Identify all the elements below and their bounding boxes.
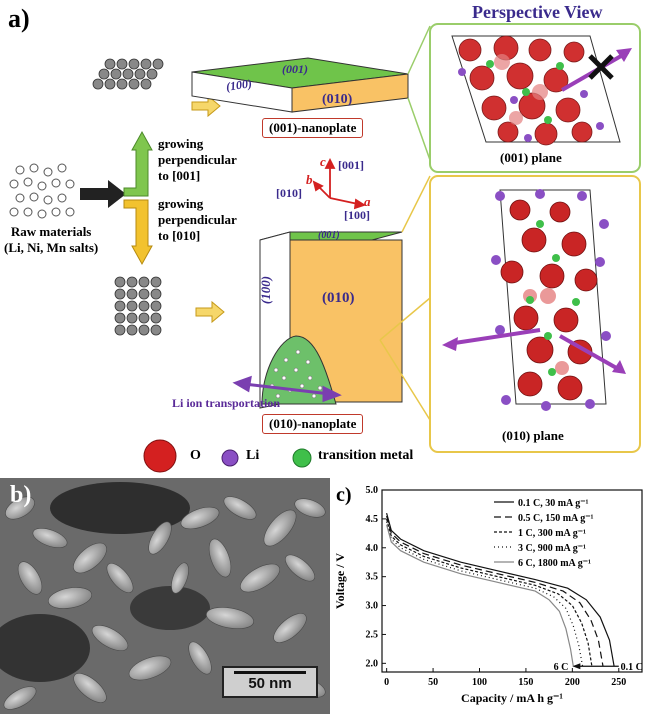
x-tick-label: 100	[472, 677, 487, 688]
y-tick-label: 3.5	[366, 572, 379, 583]
axis-b-dir: [010]	[276, 186, 302, 200]
annotation-right: 0.1 C	[621, 662, 643, 673]
top-plate-face-top: (001)	[282, 62, 308, 76]
bottom-plate-face-side: (100)	[258, 275, 274, 305]
y-axis-label: Voltage / V	[333, 553, 347, 609]
legend-tm-label: transition metal	[318, 448, 414, 463]
y-tick-label: 2.0	[366, 658, 379, 669]
y-tick-label: 3.0	[366, 601, 379, 612]
panel-a-figure	[9, 23, 641, 473]
connector-bot-2	[379, 297, 431, 341]
panel-a-label: a)	[8, 4, 30, 33]
discharge-chart: 0 50 100 150 200 250 2.0 2.5 3.0 3.5 4.0 4.5 5.0Capa…	[333, 485, 643, 705]
bottom-plate-face-front: (010)	[322, 290, 355, 306]
legend-o-label: O	[190, 448, 201, 463]
connector-bot-1	[401, 175, 431, 233]
perspective-title: Perspective View	[472, 2, 603, 22]
crystal-010	[442, 189, 626, 411]
nanoplate-001	[191, 57, 409, 113]
sphere-cluster-bottom	[114, 276, 162, 336]
raw-materials-label: Raw materials (Li, Ni, Mn salts)	[4, 224, 98, 256]
bottom-plate-name: (010)-nanoplate	[262, 414, 364, 434]
axis-c-dir: [001]	[338, 158, 364, 172]
panel-b-label: b)	[10, 482, 32, 508]
plot-frame	[381, 489, 643, 673]
raw-materials-line1: Raw materials	[10, 224, 92, 239]
top-plate-name: (001)-nanoplate	[262, 118, 364, 138]
legend-label-4: 6 C, 1800 mA g⁻¹	[518, 558, 591, 569]
annotation-arrow-head	[572, 663, 581, 670]
legend-li-sphere	[221, 449, 239, 467]
y-tick-label: 4.5	[366, 514, 379, 525]
y-tick-label: 5.0	[366, 485, 379, 496]
legend-li-label: Li	[246, 448, 260, 463]
legend-o-sphere	[143, 439, 177, 473]
top-plate-face-front: (010)	[322, 92, 353, 107]
green-up-arrow	[123, 130, 153, 197]
axis-c: c	[320, 154, 326, 169]
growing-010-line3: to [010]	[158, 228, 201, 243]
series-line-1	[386, 515, 604, 667]
growing-010-line1: growing	[158, 196, 204, 211]
crystal-001	[451, 35, 632, 146]
annotation-left: 6 C	[554, 662, 569, 673]
legend-label-0: 0.1 C, 30 mA g⁻¹	[518, 498, 589, 509]
x-tick-label: 150	[518, 677, 533, 688]
growing-001-label: growing perpendicular to [001]	[158, 136, 237, 184]
crystal-axes	[312, 157, 367, 210]
scale-bar-line	[234, 671, 306, 674]
axis-b: b	[306, 172, 313, 187]
li-transport-label: Li ion transportation	[172, 396, 281, 410]
legend-label-3: 3 C, 900 mA g⁻¹	[518, 543, 586, 554]
growing-010-line2: perpendicular	[158, 212, 237, 227]
series-line-2	[386, 518, 593, 667]
connector-top-1	[407, 25, 431, 75]
x-tick-label: 50	[428, 677, 438, 688]
main-arrow	[80, 180, 126, 208]
nanoplate-010	[259, 231, 403, 409]
growing-001-line3: to [001]	[158, 168, 201, 183]
growing-010-label: growing perpendicular to [010]	[158, 196, 237, 244]
raw-materials-line2: (Li, Ni, Mn salts)	[4, 240, 99, 255]
growing-001-line1: growing	[158, 136, 204, 151]
sphere-cluster-top	[92, 58, 164, 90]
arrow-to-top-plate	[191, 94, 221, 118]
x-tick-label: 200	[565, 677, 580, 688]
legend-label-1: 0.5 C, 150 mA g⁻¹	[518, 513, 594, 524]
axis-a: a	[364, 194, 371, 209]
y-tick-label: 4.0	[366, 543, 379, 554]
li-transport-arrow	[232, 375, 342, 403]
scale-bar-text: 50 nm	[248, 675, 292, 692]
yellow-down-arrow	[123, 199, 153, 266]
sem-texture	[0, 478, 330, 714]
plane-001-label: (001) plane	[500, 150, 562, 165]
axis-a-dir: [100]	[344, 208, 370, 222]
legend-tm-sphere	[292, 448, 312, 468]
series-line-3	[386, 521, 584, 667]
series-line-0	[386, 512, 615, 667]
x-tick-label: 0	[384, 677, 389, 688]
y-tick-label: 2.5	[366, 629, 379, 640]
series-line-4	[386, 524, 574, 667]
connector-bot-3	[379, 339, 431, 421]
bottom-plate-face-top: (001)	[318, 230, 340, 241]
x-axis-label: Capacity / mA h g⁻¹	[461, 691, 563, 705]
sem-image	[0, 478, 330, 714]
panel-c-label: c)	[336, 484, 352, 506]
x-tick-label: 250	[611, 677, 626, 688]
plane-010-label: (010) plane	[502, 428, 564, 443]
connector-top-2	[407, 97, 431, 161]
growing-001-line2: perpendicular	[158, 152, 237, 167]
legend-label-2: 1 C, 300 mA g⁻¹	[518, 528, 586, 539]
scale-bar: 50 nm	[222, 666, 318, 698]
raw-material-dots	[9, 163, 75, 219]
arrow-to-bottom-plate	[195, 300, 225, 324]
